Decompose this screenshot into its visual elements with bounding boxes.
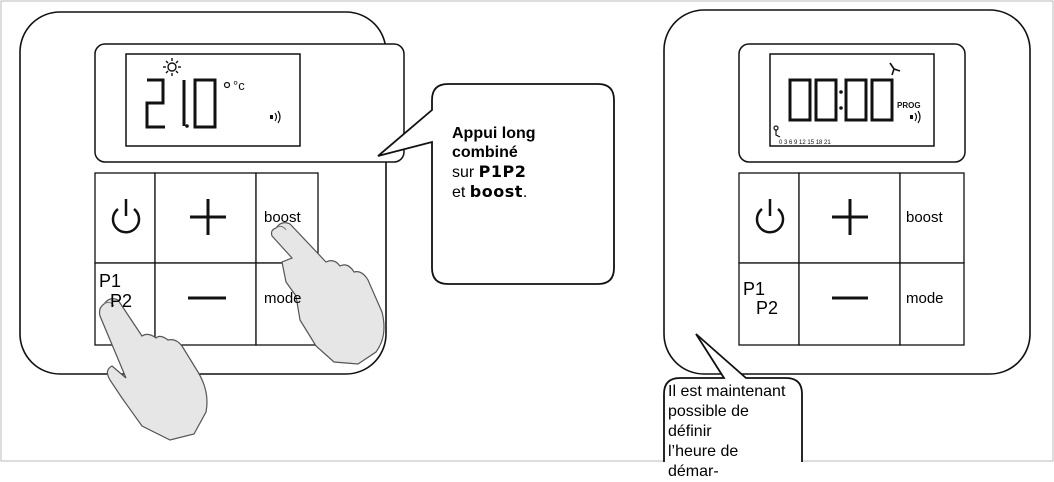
- degree-symbol: [223, 81, 231, 89]
- left-lcd: [125, 53, 301, 147]
- right-thermostat: PROG 0 3 6 9 12 15 18 21: [663, 9, 1031, 375]
- callout-right-text: Il est maintenant possible de définir l’…: [668, 382, 793, 482]
- power-button[interactable]: [738, 172, 800, 264]
- callout-right-line2: possible de définir: [668, 403, 749, 440]
- time-colon-top: [839, 90, 843, 94]
- callout-left-boost: boost: [469, 182, 523, 201]
- signal-icon: [910, 110, 921, 124]
- fan-icon: [889, 62, 901, 76]
- minus-button[interactable]: [798, 262, 901, 346]
- p1-label: P1: [99, 271, 122, 291]
- diagram-canvas: °c: [0, 0, 1054, 462]
- signal-icon: [270, 110, 281, 124]
- mode-label: mode: [906, 290, 944, 307]
- callout-left-line3-prefix: sur: [452, 164, 479, 181]
- left-thermostat: °c: [19, 11, 405, 375]
- time-digits: [788, 78, 894, 122]
- sun-icon: [163, 58, 181, 76]
- callout-right-line3: l’heure de démar-: [668, 443, 739, 480]
- callout-left-line3: sur P1P2: [452, 162, 602, 182]
- temperature-digit-0: [193, 78, 217, 129]
- power-button[interactable]: [94, 172, 156, 264]
- callout-left-line4-prefix: et: [452, 184, 470, 201]
- plus-icon: [832, 199, 868, 235]
- hand-pointer-icon: [270, 222, 385, 365]
- right-lcd: [769, 53, 935, 147]
- callout-left-line2: combiné: [452, 144, 518, 161]
- boost-label: boost: [906, 209, 943, 226]
- mode-button[interactable]: [899, 262, 965, 346]
- callout-right-line1: Il est maintenant: [668, 383, 786, 400]
- hand-pointer-icon: [98, 298, 208, 441]
- figure-frame: [0, 0, 1054, 462]
- p1-label: P1: [743, 279, 766, 299]
- minus-button[interactable]: [154, 262, 257, 346]
- prog-label: PROG: [897, 101, 921, 110]
- unit-label: °c: [233, 78, 245, 93]
- plus-icon: [190, 199, 226, 235]
- callout-left-period: .: [522, 184, 528, 201]
- timeline-scale: 0 3 6 9 12 15 18 21: [779, 140, 831, 146]
- boost-label: boost: [264, 209, 301, 226]
- decimal-point: [185, 124, 189, 128]
- mode-label: mode: [264, 290, 302, 307]
- callout-left-p1p2: P1P2: [478, 162, 527, 181]
- power-icon: [755, 199, 785, 234]
- callout-left-line4: et boost.: [452, 182, 602, 202]
- temperature-digit-2: [145, 78, 165, 129]
- time-colon-bottom: [839, 106, 843, 110]
- presence-icon: [773, 125, 781, 138]
- callout-bubble-right: [663, 333, 803, 462]
- power-icon: [111, 199, 141, 234]
- callout-left-line1: Appui long: [452, 125, 536, 142]
- p2-label: P2: [756, 298, 779, 318]
- callout-bubble-left: [377, 83, 615, 285]
- callout-left-text: Appui long combiné sur P1P2 et boost.: [452, 124, 602, 202]
- p2-label: P2: [110, 291, 133, 311]
